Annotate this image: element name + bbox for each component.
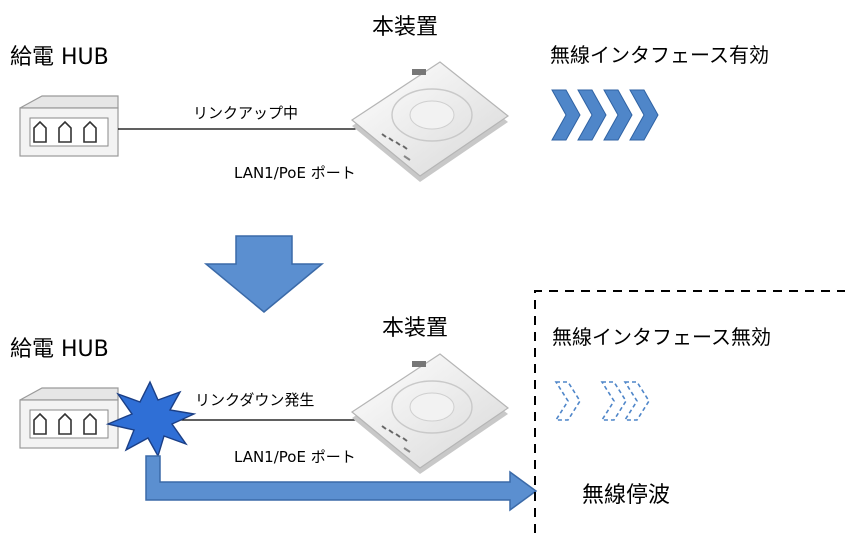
top-hub-label: 給電 HUB [10, 45, 109, 70]
bottom-status-label: 無線インタフェース無効 [552, 325, 771, 349]
stop-label: 無線停波 [582, 483, 671, 508]
wireless-disabled-icon [554, 381, 650, 421]
bottom-device-label: 本装置 [382, 316, 449, 341]
stop-arrow [145, 455, 538, 512]
bottom-hub-label: 給電 HUB [10, 337, 109, 362]
access-point-icon [350, 353, 510, 474]
wireless-enabled-icon [551, 89, 659, 141]
bottom-link-label: リンクダウン発生 [195, 391, 315, 409]
top-device-label: 本装置 [372, 15, 439, 40]
transition-arrow [203, 235, 325, 313]
top-status-label: 無線インタフェース有効 [550, 43, 769, 67]
hub-icon [19, 95, 119, 157]
disabled-zone-frame [534, 290, 845, 533]
link-down-burst-icon [105, 380, 197, 458]
top-port-label: LAN1/PoE ポート [234, 164, 356, 182]
access-point-icon [350, 61, 510, 182]
hub-icon [19, 387, 119, 449]
top-link-label: リンクアップ中 [193, 104, 299, 122]
bottom-port-label: LAN1/PoE ポート [234, 448, 356, 466]
